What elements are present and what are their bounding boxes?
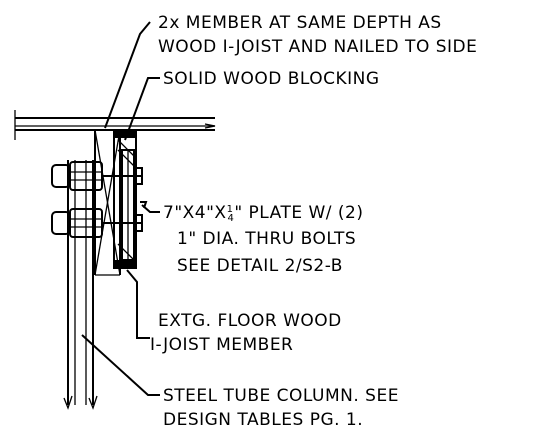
plate-dimensions: 7"X4"X (163, 203, 227, 223)
callout-member: 2x MEMBER AT SAME DEPTH AS WOOD I-JOIST … (158, 13, 477, 57)
steel-tube-column (63, 160, 98, 410)
column-callout-line2: DESIGN TABLES PG. 1. (163, 410, 363, 430)
steel-plate (121, 149, 135, 261)
column-bolt-nuts (51, 161, 103, 238)
leader-lines (81, 21, 160, 396)
member-callout-line2: WOOD I-JOIST AND NAILED TO SIDE (158, 37, 477, 57)
plate-callout-tail: " PLATE W/ (2) (234, 203, 363, 223)
callout-floor: EXTG. FLOOR WOOD I-JOIST MEMBER (150, 311, 342, 355)
column-callout-line1: STEEL TUBE COLUMN. SEE (163, 386, 399, 406)
callout-column: STEEL TUBE COLUMN. SEE DESIGN TABLES PG.… (163, 386, 399, 430)
2x-member (94, 129, 121, 276)
floor-callout-line1: EXTG. FLOOR WOOD (158, 311, 342, 331)
plate-callout-line3: SEE DETAIL 2/S2-B (177, 256, 343, 276)
callout-blocking: SOLID WOOD BLOCKING (163, 69, 380, 89)
floor-callout-line2: I-JOIST MEMBER (150, 335, 293, 355)
thru-bolts (102, 167, 143, 232)
blocking-callout-line1: SOLID WOOD BLOCKING (163, 69, 380, 89)
member-callout-line1: 2x MEMBER AT SAME DEPTH AS (158, 13, 442, 33)
plate-callout-line2: 1" DIA. THRU BOLTS (177, 229, 356, 249)
plate-fraction-denominator: 4 (227, 213, 234, 224)
wood-blocking (113, 129, 137, 269)
plate-fraction-numerator: 1 (227, 204, 234, 215)
